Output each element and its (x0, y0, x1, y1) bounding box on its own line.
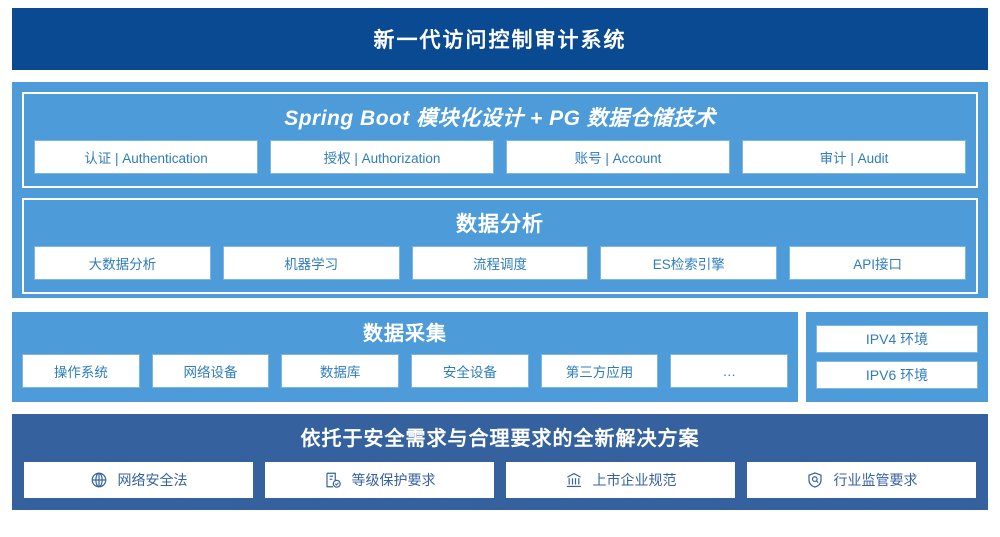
page-title: 新一代访问控制审计系统 (373, 29, 627, 52)
solution-card-cybersecurity-law[interactable]: 网络安全法 (24, 462, 253, 498)
application-panel: Spring Boot 模块化设计 + PG 数据仓储技术 认证 | Authe… (12, 82, 988, 298)
analysis-card-big-data[interactable]: 大数据分析 (34, 246, 211, 280)
analysis-layer-title: 数据分析 (456, 213, 544, 236)
solution-card-listed-company-norms[interactable]: 上市企业规范 (506, 462, 735, 498)
collection-layer-title: 数据采集 (363, 323, 447, 345)
solution-card-label: 上市企业规范 (592, 472, 677, 488)
solution-card-classified-protection[interactable]: 等级保护要求 (265, 462, 494, 498)
solution-layer-title: 依托于安全需求与合理要求的全新解决方案 (300, 428, 700, 450)
analysis-card-process-scheduling[interactable]: 流程调度 (411, 246, 589, 280)
document-check-icon (324, 471, 342, 489)
collect-card-network-device[interactable]: 网络设备 (151, 354, 270, 388)
globe-icon (90, 471, 108, 489)
collect-card-more[interactable]: … (670, 354, 789, 388)
collect-card-security-device[interactable]: 安全设备 (411, 354, 529, 388)
analysis-card-machine-learning[interactable]: 机器学习 (222, 246, 400, 280)
app-card-authentication[interactable]: 认证 | Authentication (34, 140, 258, 174)
analysis-card-row: 大数据分析 机器学习 流程调度 ES检索引擎 API接口 (34, 246, 966, 280)
analysis-layer-box: 数据分析 大数据分析 机器学习 流程调度 ES检索引擎 API接口 (22, 198, 978, 294)
application-card-row: 认证 | Authentication 授权 | Authorization 账… (34, 140, 966, 174)
application-layer-box: Spring Boot 模块化设计 + PG 数据仓储技术 认证 | Authe… (22, 92, 978, 188)
solution-card-label: 等级保护要求 (351, 472, 436, 488)
architecture-diagram: 新一代访问控制审计系统 Spring Boot 模块化设计 + PG 数据仓储技… (0, 8, 1000, 537)
collection-row: 数据采集 操作系统 网络设备 数据库 安全设备 第三方应用 … IPV4 环境 … (12, 312, 988, 402)
collection-card-row: 操作系统 网络设备 数据库 安全设备 第三方应用 … (22, 354, 789, 388)
collect-card-third-party-app[interactable]: 第三方应用 (540, 354, 659, 388)
collection-panel: 数据采集 操作系统 网络设备 数据库 安全设备 第三方应用 … (12, 312, 798, 402)
solution-card-label: 行业监管要求 (833, 472, 918, 488)
solution-panel: 依托于安全需求与合理要求的全新解决方案 网络安全法 (12, 414, 988, 510)
header-bar: 新一代访问控制审计系统 (12, 8, 988, 70)
solution-card-industry-supervision[interactable]: 行业监管要求 (747, 462, 976, 498)
app-card-audit[interactable]: 审计 | Audit (742, 140, 966, 174)
env-card-ipv6[interactable]: IPV6 环境 (816, 361, 978, 389)
application-layer-title: Spring Boot 模块化设计 + PG 数据仓储技术 (284, 107, 716, 130)
app-card-authorization[interactable]: 授权 | Authorization (270, 140, 494, 174)
analysis-card-api[interactable]: API接口 (789, 246, 966, 280)
solution-card-row: 网络安全法 等级保护要求 (24, 462, 976, 498)
solution-card-label: 网络安全法 (117, 472, 188, 488)
shield-search-icon (806, 471, 824, 489)
analysis-card-es-search[interactable]: ES检索引擎 (600, 246, 778, 280)
collect-card-database[interactable]: 数据库 (281, 354, 400, 388)
bank-icon (565, 471, 583, 489)
env-card-ipv4[interactable]: IPV4 环境 (816, 325, 978, 353)
app-card-account[interactable]: 账号 | Account (506, 140, 730, 174)
environment-panel: IPV4 环境 IPV6 环境 (806, 312, 988, 402)
collect-card-os[interactable]: 操作系统 (22, 354, 140, 388)
